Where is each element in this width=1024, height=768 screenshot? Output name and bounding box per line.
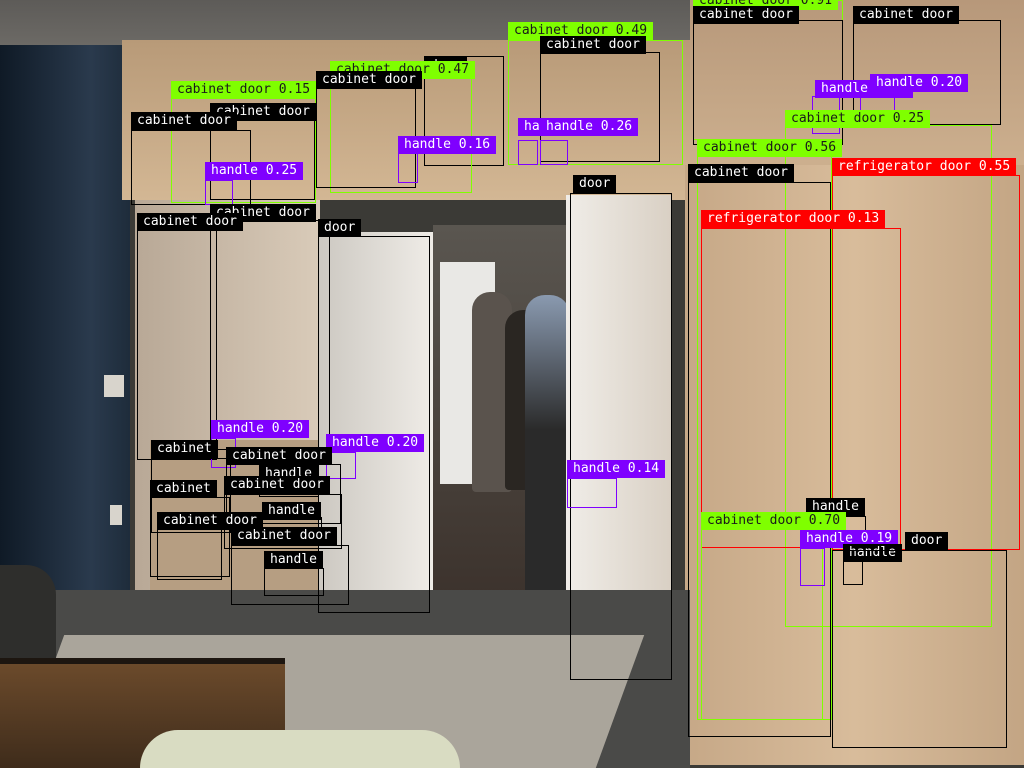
detection-box (701, 228, 901, 548)
right-tall-cabinets (685, 165, 1024, 765)
detection-label: cabinet door (693, 6, 799, 24)
detection-label: cabinet door (224, 476, 330, 494)
pillow (140, 730, 460, 768)
detection-label: cabinet door (316, 71, 422, 89)
detection-box (832, 550, 1007, 748)
detection-label: handle (264, 551, 323, 569)
detection-label: refrigerator door 0.13 (701, 210, 886, 228)
detection-box (570, 193, 672, 680)
detection-label: handle 0.14 (567, 460, 666, 478)
detection-box (231, 545, 349, 605)
detection-label: cabinet door (688, 164, 794, 182)
detection-box (540, 140, 568, 165)
detection-label: handle (262, 502, 321, 520)
detection-box (137, 230, 217, 460)
detection-label: handle 0.25 (205, 162, 304, 180)
detection-box (205, 180, 233, 205)
detection-label: ha (518, 118, 546, 136)
detection-label: cabinet (151, 440, 218, 458)
detection-label: cabinet door (137, 213, 243, 231)
detection-label: handle 0.20 (870, 74, 969, 92)
detection-label: handle 0.20 (211, 420, 310, 438)
detection-box (318, 236, 430, 613)
detection-label: handle 0.20 (326, 434, 425, 452)
detection-label: cabinet door 0.49 (508, 22, 654, 40)
detection-label: cabinet door 0.25 (785, 110, 931, 128)
detection-label: handle (843, 544, 902, 562)
detection-label: cabinet door 0.15 (171, 81, 317, 99)
detection-label: cabinet door 0.56 (697, 139, 843, 157)
detection-label: handle (806, 498, 865, 516)
detection-label: door (573, 175, 617, 193)
detection-box (688, 182, 831, 737)
detection-box (518, 140, 538, 165)
detection-label: cabinet door 0.91 (693, 0, 839, 10)
detection-box (800, 548, 825, 586)
detection-box (326, 452, 356, 479)
detection-label: handle 0.16 (398, 136, 497, 154)
detection-box (264, 568, 324, 596)
outlet (110, 505, 122, 525)
detection-label: cabinet door (131, 112, 237, 130)
detection-box (157, 528, 222, 580)
detection-box (210, 220, 330, 450)
person-3 (525, 295, 570, 595)
detection-box (567, 478, 617, 508)
light-switch (104, 375, 124, 397)
detection-label: cabinet (150, 480, 217, 498)
detection-label: door (318, 219, 362, 237)
detection-label: cabinet door 0.70 (701, 512, 847, 530)
detection-box (398, 153, 418, 183)
detection-label: cabinet door (231, 527, 337, 545)
detection-label: handle 0.26 (540, 118, 639, 136)
detection-label: cabinet door (853, 6, 959, 24)
detection-label: door (905, 532, 949, 550)
detection-label: handle 0.19 (800, 530, 899, 548)
detection-box (424, 56, 504, 166)
detection-label: cabinet door (226, 447, 332, 465)
detection-label: refrigerator door 0.55 (832, 158, 1017, 176)
left-wall (0, 45, 130, 605)
detection-label: cabinet door (540, 36, 646, 54)
detection-label: cabinet door (157, 512, 263, 530)
